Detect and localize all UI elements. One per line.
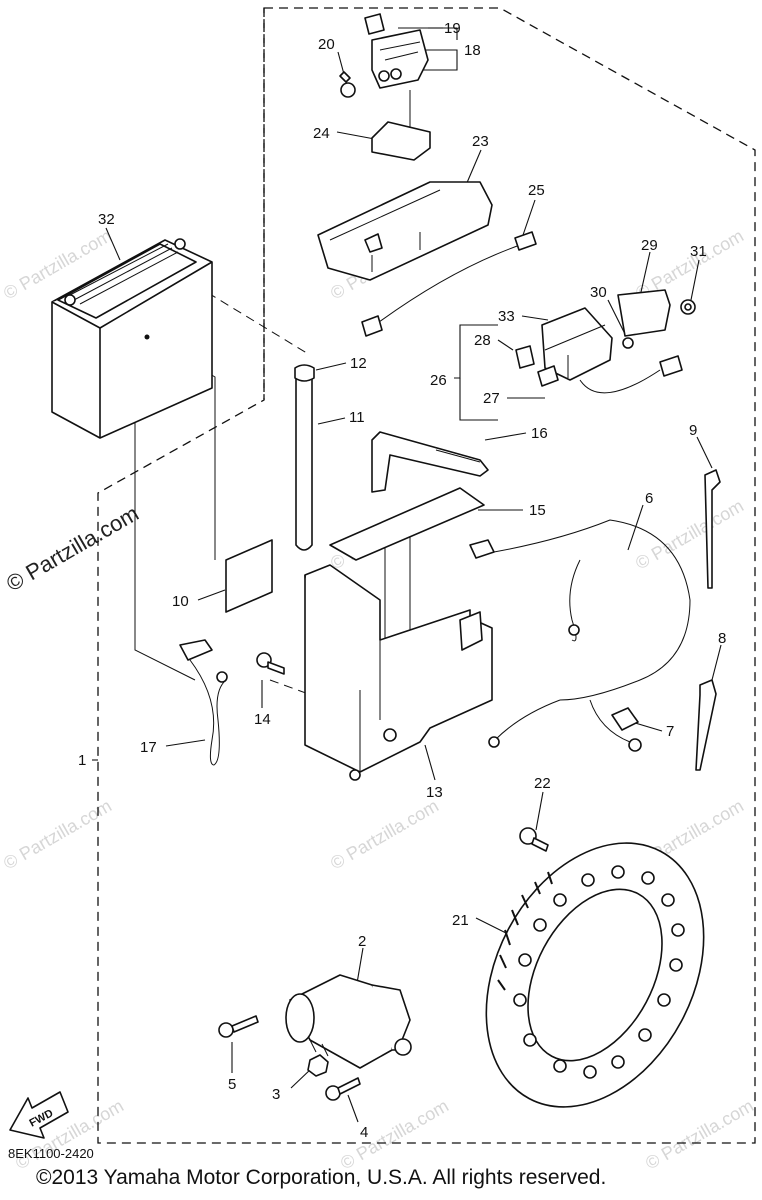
- part-number: 23: [472, 133, 489, 150]
- starter-relay: [339, 13, 429, 98]
- part-number: 16: [531, 425, 548, 442]
- part-number: 6: [645, 490, 653, 507]
- fuse-box: [515, 289, 696, 394]
- ring-gear-holes: [513, 865, 685, 1079]
- part-number: 1: [78, 752, 86, 769]
- part-number: 17: [140, 739, 157, 756]
- bolt-14: [256, 652, 285, 675]
- part-number: 24: [313, 125, 330, 142]
- part-number: 11: [349, 409, 365, 426]
- part-number: 2: [358, 933, 366, 950]
- cable-tie-9: [704, 469, 721, 589]
- battery-sheet: [329, 487, 485, 561]
- bolt-4: [325, 1077, 361, 1101]
- part-number: 32: [98, 211, 115, 228]
- part-number: 18: [464, 42, 481, 59]
- part-number: 22: [534, 775, 551, 792]
- part-number: 9: [689, 422, 697, 439]
- part-number: 33: [498, 308, 515, 325]
- part-number: 4: [360, 1124, 368, 1141]
- part-number: 10: [172, 593, 189, 610]
- cable-tie-8: [695, 679, 717, 771]
- ring-gear: [485, 842, 705, 1108]
- sub-wire-harness: [469, 519, 691, 752]
- watermark: © Partzilla.com: [632, 495, 747, 573]
- part-numbers: 1 2 3 4 5 6 7 8 9 10 11 12 13 14 15 16 1…: [78, 20, 726, 1141]
- watermark: © Partzilla.com: [642, 1095, 757, 1173]
- forward-arrow-icon: FWD: [9, 1091, 69, 1139]
- breather-hose: [294, 364, 315, 551]
- part-number: 3: [272, 1086, 280, 1103]
- part-number: 27: [483, 390, 500, 407]
- leader-lines: [92, 27, 722, 1123]
- part-number: 25: [528, 182, 545, 199]
- bolt-5: [218, 1015, 259, 1038]
- watermark: © Partzilla.com: [327, 795, 442, 873]
- battery-lead: [179, 639, 228, 766]
- assembly-outlines: [97, 7, 756, 1144]
- relay-cover: [317, 181, 493, 281]
- battery: [51, 238, 213, 439]
- caution-label: [225, 539, 273, 613]
- nut-3: [307, 1054, 329, 1077]
- part-number: 26: [430, 372, 447, 389]
- part-number: 8: [718, 630, 726, 647]
- bolt-22: [519, 827, 549, 852]
- part-number: 29: [641, 237, 658, 254]
- part-number: 15: [529, 502, 546, 519]
- wire-lead: [361, 231, 537, 337]
- part-number: 14: [254, 711, 271, 728]
- part-number: 30: [590, 284, 607, 301]
- battery-band: [371, 431, 489, 493]
- part-number: 19: [444, 20, 461, 37]
- part-number: 7: [666, 723, 674, 740]
- part-number: 20: [318, 36, 335, 53]
- part-number: 5: [228, 1076, 236, 1093]
- diagram-code: 8EK1100-2420: [8, 1146, 94, 1161]
- copyright-notice: ©2013 Yamaha Motor Corporation, U.S.A. A…: [36, 1166, 607, 1189]
- part-number: 28: [474, 332, 491, 349]
- watermark: © Partzilla.com: [337, 1095, 452, 1173]
- part-number: 12: [350, 355, 367, 372]
- part-number: 13: [426, 784, 443, 801]
- watermark-main: © Partzilla.com: [2, 501, 143, 597]
- part-number: 31: [690, 243, 707, 260]
- relay-bracket: [371, 121, 431, 161]
- starter-motor: [285, 974, 412, 1069]
- battery-box: [304, 564, 493, 781]
- part-number: 21: [452, 912, 469, 929]
